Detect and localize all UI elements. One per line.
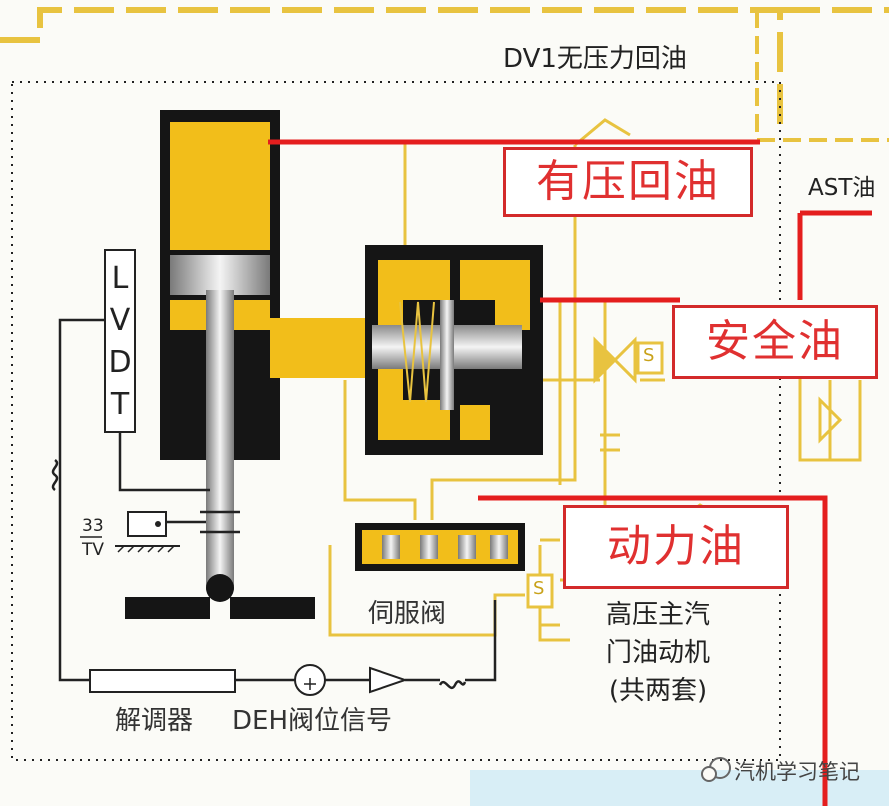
wechat-icon <box>701 757 731 782</box>
watermark-text: 汽机学习笔记 <box>734 760 860 784</box>
red-lines <box>268 139 872 806</box>
demodulator-box <box>89 669 236 693</box>
lvdt-letters: L V D T <box>108 258 132 426</box>
relay-internals <box>372 260 530 440</box>
tv-sensor <box>80 511 180 553</box>
oil-passage <box>270 318 380 378</box>
power-oil-callout: 动力油 <box>563 505 789 589</box>
servo-valve-label: 伺服阀 <box>368 599 447 629</box>
dotted-boundary <box>11 81 781 761</box>
piston <box>170 255 270 295</box>
valve-plate-right <box>230 597 315 619</box>
dashed-return-line <box>755 10 889 142</box>
dv1-return-label: DV1无压力回油 <box>503 44 687 74</box>
piston-rod <box>206 290 234 590</box>
actuator-title-line-3: (共两套) <box>608 676 708 706</box>
solenoid-s-lower: S <box>533 578 545 599</box>
lvdt-letter-v: V <box>109 303 131 338</box>
solenoid-box-lower <box>526 573 554 609</box>
actuator-title-line-2: 门油动机 <box>606 638 711 668</box>
deh-signal-label: DEH阀位信号 <box>232 706 392 736</box>
lvdt-letter-t: T <box>110 387 130 422</box>
actuator-title: 高压主汽 门油动机 (共两套) <box>606 596 710 710</box>
outer-dashed-frame <box>0 7 889 135</box>
lvdt-box <box>104 249 136 433</box>
rod-end <box>206 574 234 602</box>
tv-text-label: TV <box>82 540 105 560</box>
servo-spool <box>362 530 518 564</box>
valve-plate-left <box>125 597 210 619</box>
safety-oil-callout: 安全油 <box>672 305 878 379</box>
background-tint <box>470 770 889 806</box>
signal-wiring <box>51 318 497 690</box>
plus-icon <box>304 678 316 690</box>
lvdt-letter-d: D <box>108 345 132 380</box>
tv-number-label: 33 <box>82 516 104 536</box>
solenoid-box-upper <box>636 341 664 375</box>
ast-oil-label: AST油 <box>808 175 876 201</box>
lvdt-letter-l: L <box>111 261 129 296</box>
amplifier-icon <box>369 666 409 694</box>
solenoid-s-upper: S <box>643 345 655 366</box>
cylinder-upper-chamber <box>170 122 270 250</box>
demodulator-label: 解调器 <box>115 706 194 736</box>
pressure-return-callout: 有压回油 <box>503 147 753 217</box>
actuator-title-line-1: 高压主汽 <box>606 600 711 630</box>
